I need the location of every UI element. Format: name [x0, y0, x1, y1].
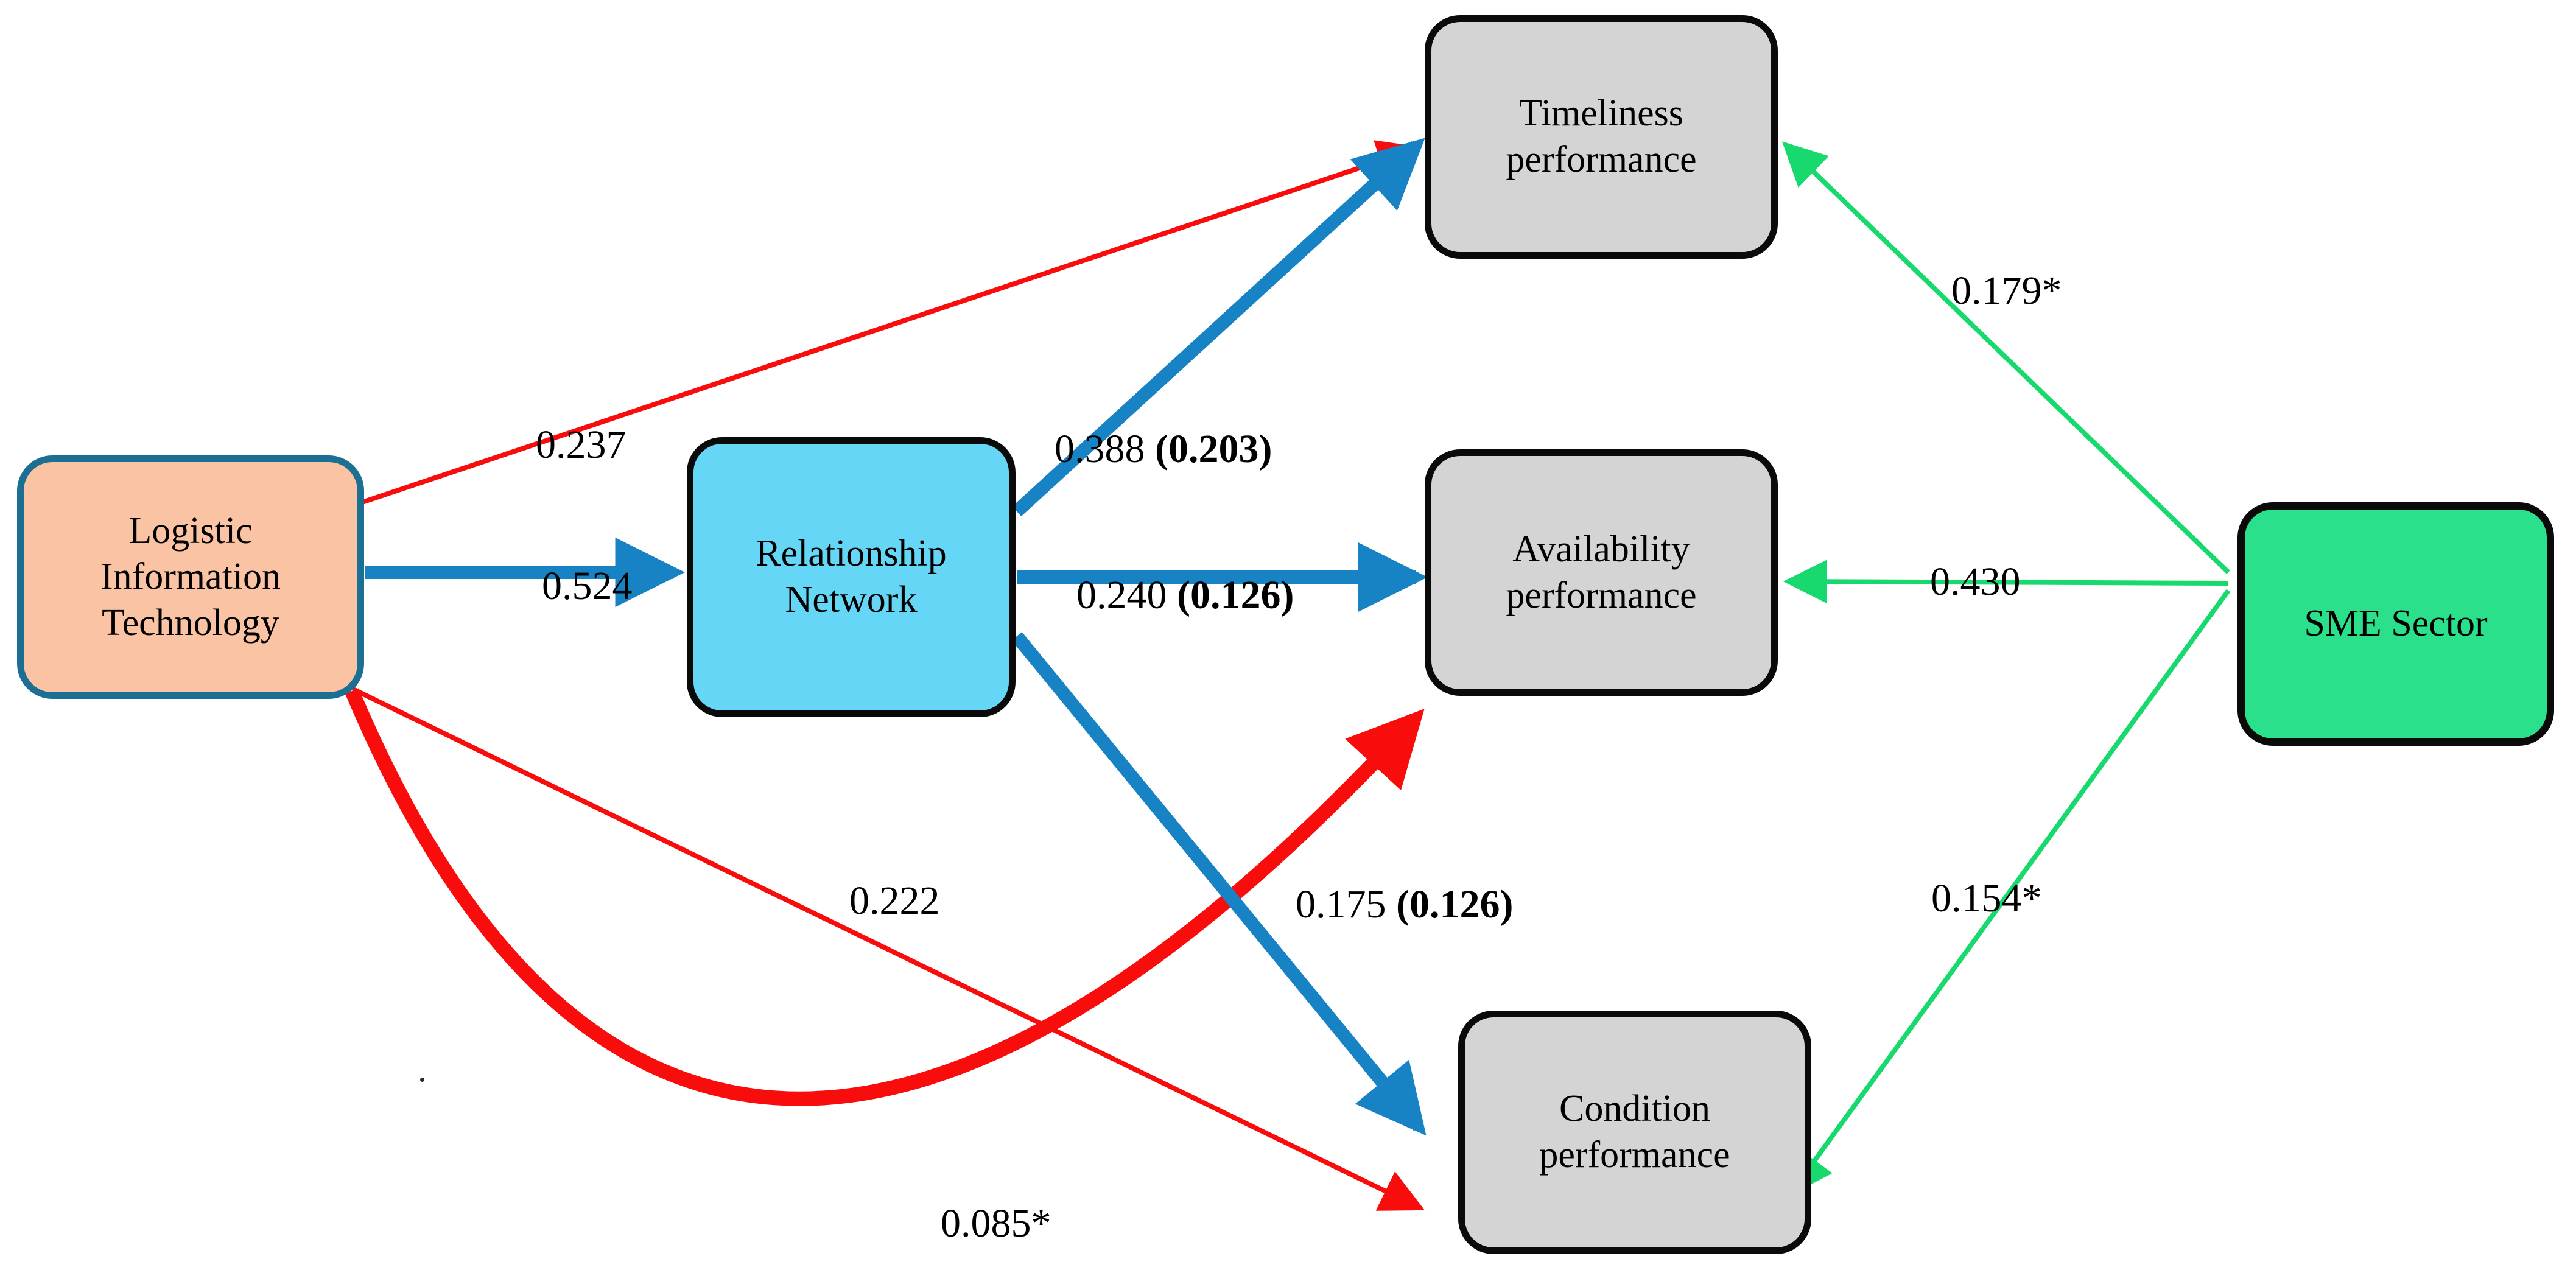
node-condition-performance[interactable]: Condition performance [1458, 1011, 1811, 1254]
edge-label-lit-cp: 0.222 [849, 878, 940, 924]
edge-value: 0.154* [1931, 876, 2042, 921]
edge-value: 0.240 [1076, 573, 1177, 617]
edge-lit-ap [345, 688, 1425, 1106]
edge-value-bold: (0.203) [1155, 427, 1272, 471]
edge-sme-ap [1783, 560, 2229, 604]
node-label: Availability performance [1506, 528, 1697, 616]
node-availability-performance[interactable]: Availability performance [1425, 449, 1778, 696]
stray-dot [420, 1078, 424, 1082]
edge-label-lit-rn: 0.524 [542, 563, 633, 609]
node-label: SME Sector [2304, 603, 2488, 645]
edge-rn-cp [1011, 632, 1427, 1136]
edge-lit-cp [352, 687, 1425, 1211]
edge-value: 0.388 [1055, 427, 1155, 471]
edge-sme-tp [1781, 141, 2230, 574]
edge-label-lit-ap: 0.085* [941, 1201, 1051, 1247]
node-logistic-information-technology[interactable]: Logistic Information Technology [17, 455, 364, 699]
edge-value: 0.085* [941, 1201, 1051, 1246]
edge-label-sme-ap: 0.430 [1930, 559, 2021, 605]
edge-rn-tp [1012, 138, 1425, 517]
edge-value: 0.524 [542, 564, 633, 608]
node-label: Relationship Network [756, 533, 947, 620]
edge-sme-cp [1789, 589, 2231, 1196]
edge-label-rn-cp: 0.175 (0.126) [1296, 882, 1513, 928]
edge-label-sme-cp: 0.154* [1931, 875, 2042, 922]
edge-label-sme-tp: 0.179* [1951, 268, 2062, 314]
edge-lit-tp [352, 140, 1422, 508]
node-label: Condition performance [1539, 1088, 1730, 1176]
node-relationship-network[interactable]: Relationship Network [687, 437, 1016, 717]
edge-value: 0.430 [1930, 560, 2021, 604]
edge-label-lit-tp: 0.237 [536, 422, 626, 468]
edge-label-rn-tp: 0.388 (0.203) [1055, 426, 1272, 472]
edge-value: 0.179* [1951, 268, 2062, 313]
node-label: Logistic Information Technology [100, 510, 281, 644]
edge-value: 0.237 [536, 423, 626, 467]
edge-label-rn-ap: 0.240 (0.126) [1076, 572, 1294, 619]
edge-value-bold: (0.126) [1177, 573, 1294, 617]
node-label: Timeliness performance [1506, 93, 1697, 180]
edge-value: 0.222 [849, 879, 940, 923]
edge-value-bold: (0.126) [1396, 882, 1514, 927]
node-timeliness-performance[interactable]: Timeliness performance [1425, 15, 1778, 259]
edge-value: 0.175 [1296, 882, 1396, 927]
node-sme-sector[interactable]: SME Sector [2237, 502, 2554, 746]
